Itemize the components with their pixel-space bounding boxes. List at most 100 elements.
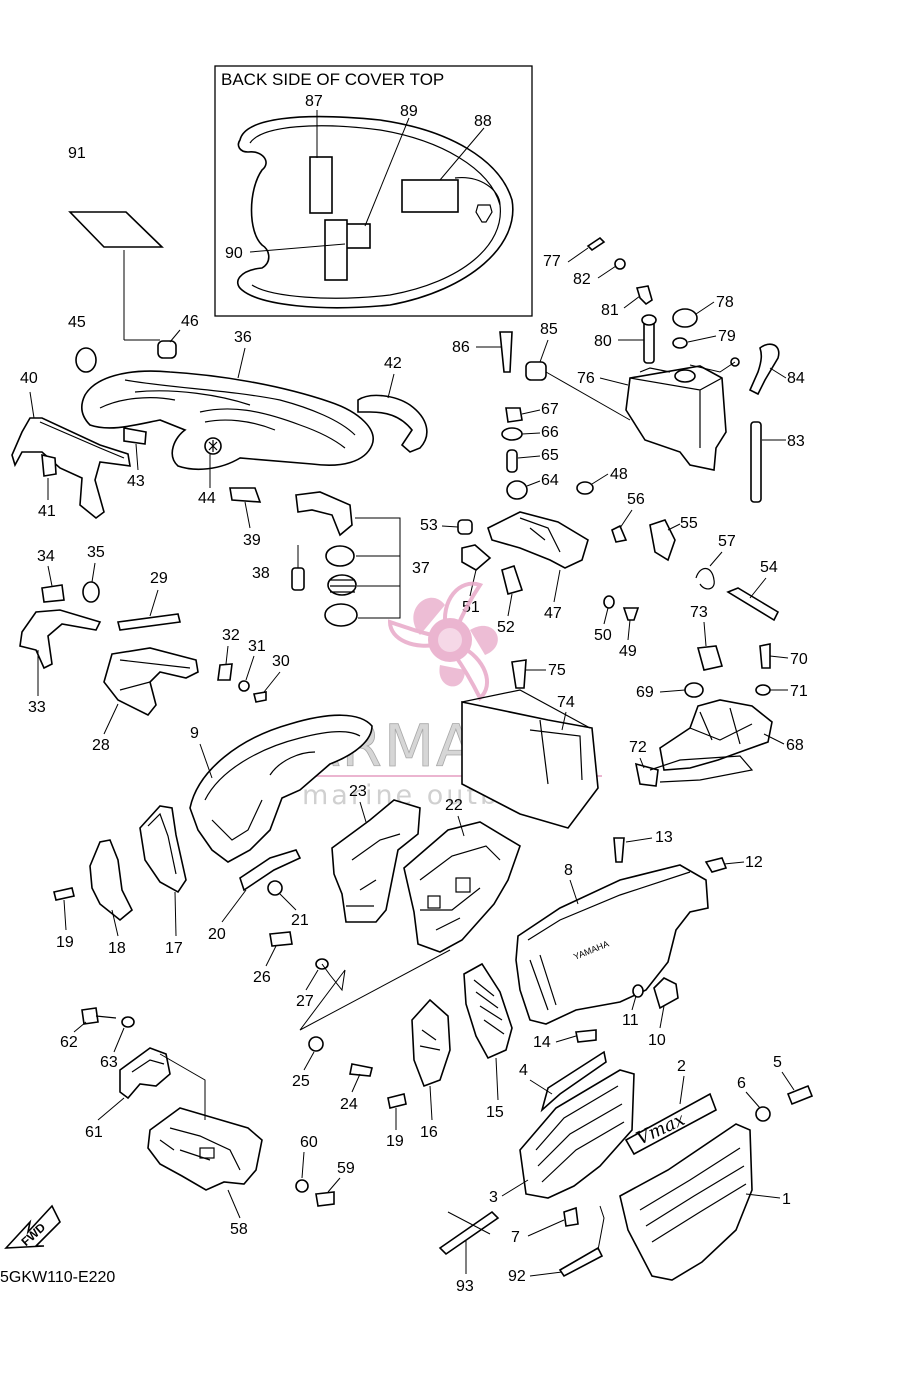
clip-48 (576, 481, 594, 495)
label-19a: 19 (56, 934, 74, 951)
decal-logo: Vmax (633, 1109, 688, 1150)
label-17: 17 (165, 940, 183, 957)
bolt-19b (387, 1093, 407, 1109)
bolt-62 (81, 1007, 99, 1025)
label-84: 84 (787, 370, 805, 387)
screw-30 (253, 691, 267, 703)
label-70: 70 (790, 651, 808, 668)
bracket-20 (239, 849, 302, 892)
decal-2 (624, 1092, 717, 1156)
label-60: 60 (300, 1134, 318, 1151)
side-panel-17 (139, 805, 187, 894)
label-7: 7 (511, 1229, 520, 1246)
label-80: 80 (594, 333, 612, 350)
decal-90 (324, 219, 348, 281)
inset-panel: BACK SIDE OF COVER TOP 87 89 88 90 (214, 65, 533, 317)
label-3: 3 (489, 1189, 498, 1206)
label-92: 92 (508, 1268, 526, 1285)
decal-sheet-91 (68, 211, 164, 248)
bushing-35 (82, 581, 100, 603)
plate-72 (634, 762, 659, 787)
label-10: 10 (648, 1032, 666, 1049)
rod-93 (438, 1210, 500, 1256)
label-50: 50 (594, 627, 612, 644)
lower-bracket-group: 62 63 61 58 60 59 (60, 1007, 355, 1238)
bolt-59 (315, 1191, 335, 1207)
rod-29 (117, 613, 181, 631)
label-88: 88 (474, 113, 492, 130)
bolt-86 (499, 331, 513, 373)
drawing-code: 5GKW110-E220 (0, 1269, 115, 1286)
washer-71 (755, 684, 771, 696)
label-47: 47 (544, 605, 562, 622)
label-22: 22 (445, 797, 463, 814)
label-61: 61 (85, 1124, 103, 1141)
label-87: 87 (305, 93, 323, 110)
label-4: 4 (519, 1062, 528, 1079)
label-25: 25 (292, 1073, 310, 1090)
bracket-41 (41, 453, 57, 477)
label-69: 69 (636, 684, 654, 701)
shaft-54 (726, 587, 780, 622)
label-43: 43 (127, 473, 145, 490)
label-53: 53 (420, 517, 438, 534)
label-11: 11 (622, 1012, 639, 1029)
panel-16 (411, 998, 451, 1088)
label-78: 78 (716, 294, 734, 311)
label-58: 58 (230, 1221, 248, 1238)
label-21: 21 (291, 912, 309, 929)
label-39: 39 (243, 532, 261, 549)
label-1: 1 (782, 1191, 791, 1208)
bottom-cowling-group: YAMAHA 9 17 18 19 20 21 23 22 26 27 (53, 714, 763, 1150)
label-6: 6 (737, 1075, 746, 1092)
label-85: 85 (540, 321, 558, 338)
label-90: 90 (225, 245, 243, 262)
bolt-75 (511, 659, 527, 689)
label-82: 82 (573, 271, 591, 288)
decal-87 (309, 156, 333, 214)
label-13: 13 (655, 829, 673, 846)
label-64: 64 (541, 472, 559, 489)
label-46: 46 (181, 313, 199, 330)
bracket-47 (487, 511, 589, 569)
label-16: 16 (420, 1124, 438, 1141)
washer-63 (121, 1016, 135, 1028)
clip-82 (614, 258, 626, 270)
bolt-49 (622, 607, 640, 621)
inset-title: BACK SIDE OF COVER TOP (221, 70, 444, 89)
upper-cowling-9 (189, 714, 373, 863)
plate-52 (501, 564, 524, 595)
label-34: 34 (37, 548, 55, 565)
nut-21 (267, 880, 283, 896)
plate-39 (229, 487, 262, 503)
label-73: 73 (690, 604, 708, 621)
label-5: 5 (773, 1054, 782, 1071)
label-26: 26 (253, 969, 271, 986)
label-79: 79 (718, 328, 736, 345)
bolt-24 (349, 1063, 373, 1077)
bracket-58 (147, 1107, 263, 1191)
label-29: 29 (150, 570, 168, 587)
grommet-45 (75, 347, 97, 373)
label-32: 32 (222, 627, 240, 644)
bolt-70 (759, 643, 771, 669)
grommet-64 (506, 480, 528, 500)
label-40: 40 (20, 370, 38, 387)
bolt-5 (786, 1084, 814, 1106)
label-15: 15 (486, 1104, 504, 1121)
label-71: 71 (790, 683, 808, 700)
label-37: 37 (412, 560, 430, 577)
label-49: 49 (619, 643, 637, 660)
label-54: 54 (760, 559, 778, 576)
washer-6 (755, 1106, 771, 1122)
oil-tank-group: 77 82 81 78 79 80 86 85 76 84 83 67 66 6… (420, 236, 805, 660)
screw-13 (613, 837, 625, 863)
label-9: 9 (190, 725, 199, 742)
grommet-46 (157, 340, 177, 359)
decal-88 (401, 179, 459, 213)
label-83: 83 (787, 433, 805, 450)
label-45: 45 (68, 314, 86, 331)
fwd-arrow: FWD (4, 1204, 61, 1249)
clip-32 (217, 663, 233, 681)
label-67: 67 (541, 401, 559, 418)
